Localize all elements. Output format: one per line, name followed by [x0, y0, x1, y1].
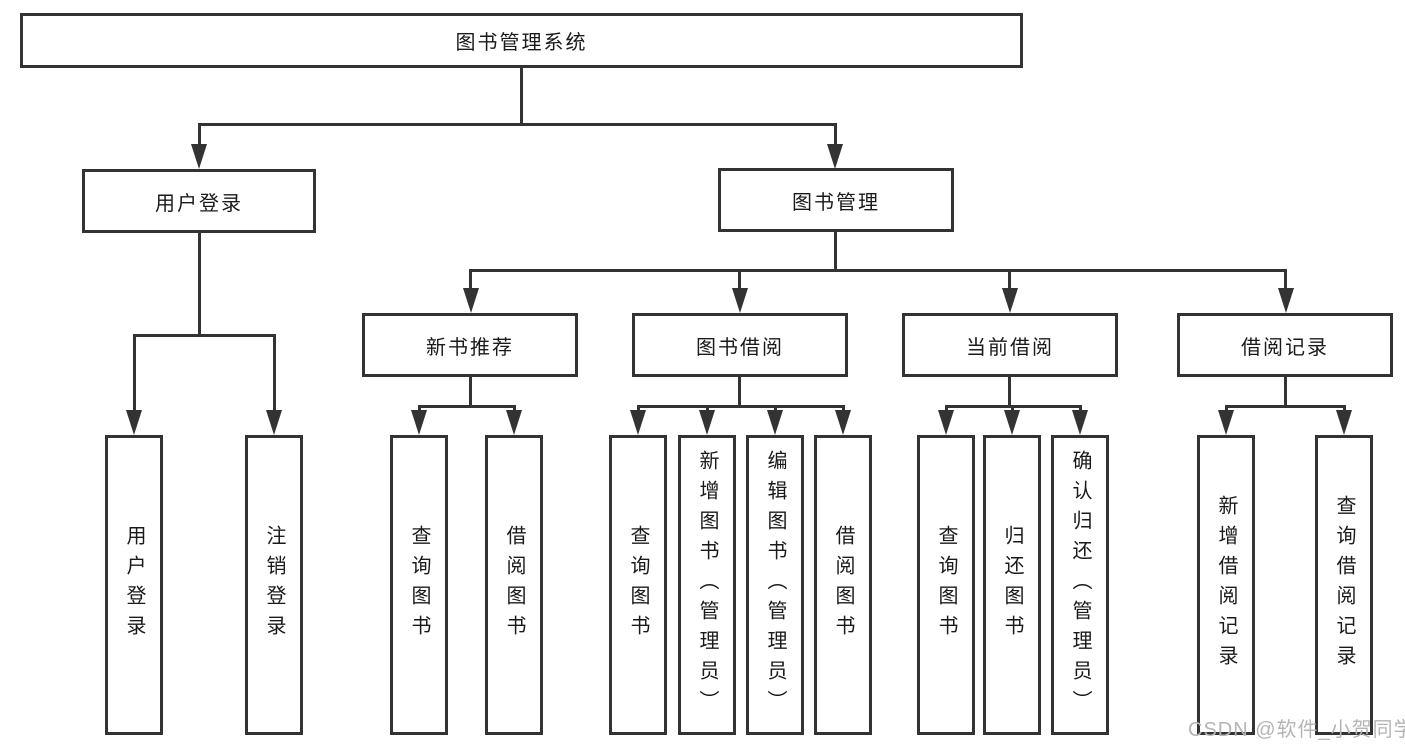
node-label: 新增借阅记录	[1215, 495, 1237, 675]
arrowhead-down-icon	[630, 410, 646, 435]
arrowhead-down-icon	[827, 144, 843, 169]
connector-line	[273, 334, 276, 412]
node-new-book-recommendation: 新书推荐	[362, 313, 578, 377]
arrowhead-down-icon	[767, 410, 783, 435]
node-label: 新书推荐	[426, 336, 514, 359]
node-label: 借阅图书	[832, 525, 854, 645]
arrowhead-down-icon	[699, 410, 715, 435]
connector-line	[1225, 405, 1228, 413]
leaf-query-borrow-record: 查询借阅记录	[1315, 435, 1373, 735]
connector-line	[1079, 405, 1082, 413]
node-label: 查询图书	[627, 525, 649, 645]
node-current-borrowing: 当前借阅	[902, 313, 1118, 377]
node-label: 注销登录	[263, 525, 285, 645]
arrowhead-down-icon	[835, 410, 851, 435]
arrowhead-down-icon	[191, 144, 207, 169]
node-label: 查询借阅记录	[1333, 495, 1355, 675]
connector-line	[1225, 405, 1346, 408]
arrowhead-down-icon	[1278, 288, 1294, 313]
connector-line	[1008, 377, 1011, 408]
node-book-borrowing: 图书借阅	[632, 313, 848, 377]
connector-line	[1284, 377, 1287, 408]
node-user-login: 用户登录	[82, 169, 316, 233]
arrowhead-down-icon	[266, 410, 282, 435]
leaf-confirm-return-admin: 确认归还（管理员）	[1051, 435, 1109, 735]
arrowhead-down-icon	[1004, 410, 1020, 435]
connector-line	[738, 269, 741, 290]
arrowhead-down-icon	[126, 410, 142, 435]
connector-line	[469, 269, 472, 290]
node-label: 用户登录	[123, 525, 145, 645]
node-label: 图书借阅	[696, 336, 784, 359]
leaf-query-books-current: 查询图书	[917, 435, 975, 735]
node-label: 借阅图书	[503, 525, 525, 645]
arrowhead-down-icon	[1002, 288, 1018, 313]
node-label: 借阅记录	[1241, 336, 1329, 359]
connector-line	[842, 405, 845, 413]
leaf-edit-books-admin: 编辑图书（管理员）	[746, 435, 804, 735]
csdn-watermark: CSDN @软件_小贺同学	[1188, 719, 1405, 741]
node-label: 编辑图书（管理员）	[764, 450, 786, 720]
connector-line	[1284, 269, 1287, 290]
connector-line	[945, 405, 948, 413]
connector-line	[198, 123, 837, 126]
leaf-add-borrow-record: 新增借阅记录	[1197, 435, 1255, 735]
node-label: 用户登录	[155, 192, 243, 215]
connector-line	[469, 377, 472, 408]
leaf-borrow-books-recommend: 借阅图书	[485, 435, 543, 735]
connector-line	[706, 405, 709, 413]
connector-line	[1343, 405, 1346, 413]
arrowhead-down-icon	[938, 410, 954, 435]
connector-line	[834, 123, 837, 147]
leaf-query-books-recommend: 查询图书	[390, 435, 448, 735]
node-borrowing-records: 借阅记录	[1177, 313, 1393, 377]
node-label: 图书管理系统	[455, 32, 588, 54]
connector-line	[418, 405, 421, 413]
connector-line	[418, 405, 516, 408]
leaf-query-books-borrowing: 查询图书	[609, 435, 667, 735]
connector-line	[637, 405, 640, 413]
connector-line	[520, 68, 523, 125]
arrowhead-down-icon	[411, 410, 427, 435]
arrowhead-down-icon	[1336, 410, 1352, 435]
connector-line	[133, 334, 276, 337]
connector-line	[469, 269, 1287, 272]
leaf-user-login: 用户登录	[105, 435, 163, 735]
leaf-logout: 注销登录	[245, 435, 303, 735]
node-label: 当前借阅	[966, 336, 1054, 359]
connector-line	[1011, 405, 1014, 413]
node-label: 新增图书（管理员）	[696, 450, 718, 720]
connector-line	[1008, 269, 1011, 290]
arrowhead-down-icon	[732, 288, 748, 313]
node-label: 查询图书	[408, 525, 430, 645]
leaf-add-books-admin: 新增图书（管理员）	[678, 435, 736, 735]
leaf-return-books: 归还图书	[983, 435, 1041, 735]
node-book-management: 图书管理	[718, 168, 954, 232]
arrowhead-down-icon	[463, 288, 479, 313]
arrowhead-down-icon	[506, 410, 522, 435]
arrowhead-down-icon	[1072, 410, 1088, 435]
leaf-borrow-books: 借阅图书	[814, 435, 872, 735]
arrowhead-down-icon	[1218, 410, 1234, 435]
connector-line	[834, 232, 837, 272]
node-label: 归还图书	[1001, 525, 1023, 645]
connector-line	[133, 334, 136, 412]
node-label: 确认归还（管理员）	[1069, 450, 1091, 720]
connector-line	[774, 405, 777, 413]
node-label: 图书管理	[792, 191, 880, 214]
connector-line	[198, 233, 201, 337]
connector-line	[513, 405, 516, 413]
connector-line	[198, 123, 201, 147]
node-library-management-system: 图书管理系统	[20, 13, 1023, 68]
connector-line	[637, 405, 845, 408]
node-label: 查询图书	[935, 525, 957, 645]
connector-line	[738, 377, 741, 408]
